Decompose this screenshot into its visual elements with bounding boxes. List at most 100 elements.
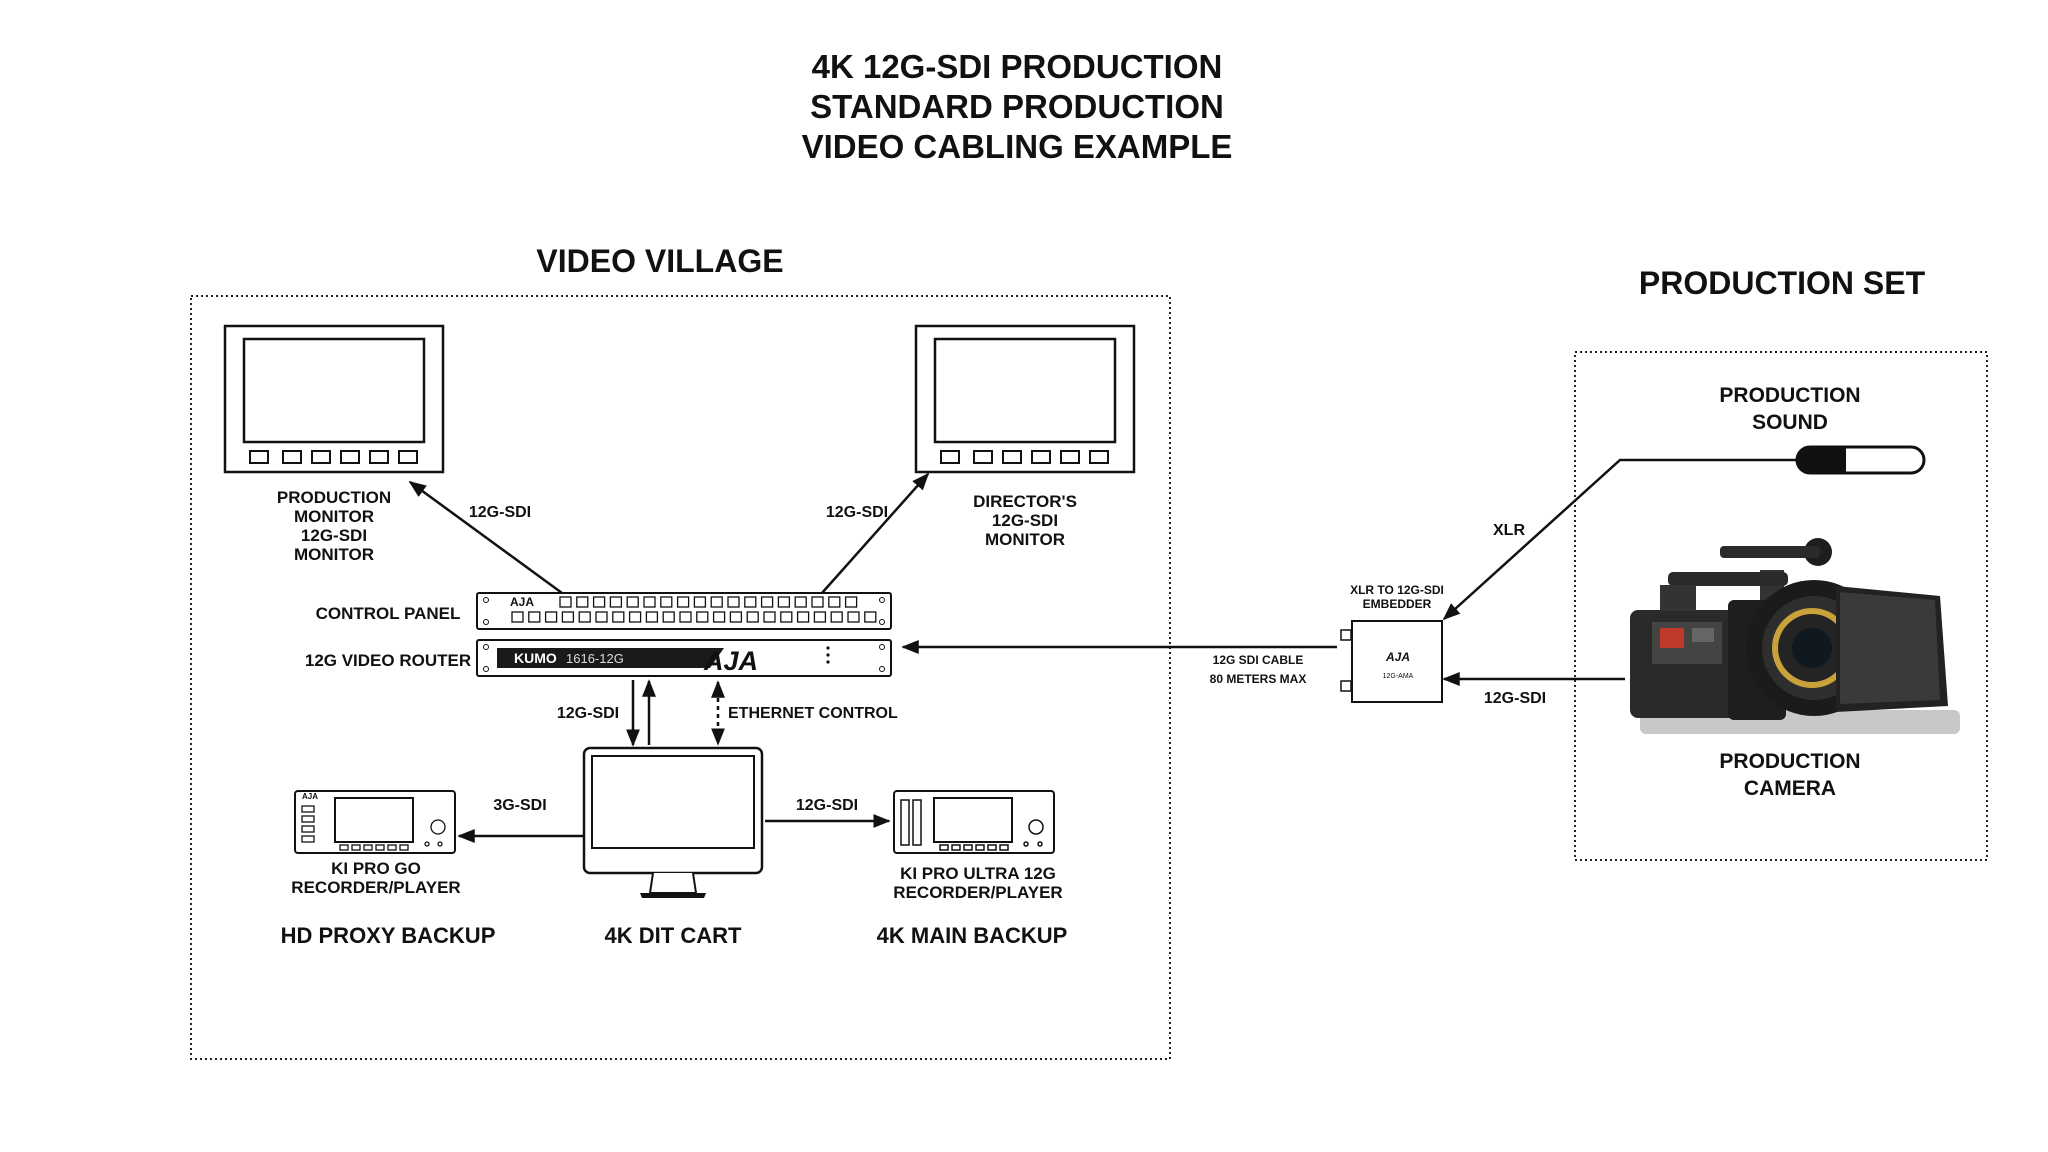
panel-button [662, 611, 675, 623]
cable-to-production-monitor [408, 480, 563, 595]
label-12g-sdi-director: 12G-SDI [826, 504, 888, 521]
ki-pro-ultra-label-1: KI PRO ULTRA 12G [900, 864, 1056, 883]
panel-button [760, 596, 774, 608]
panel-button [576, 596, 589, 608]
panel-button [511, 611, 524, 623]
panel-button [763, 611, 776, 623]
panel-button [578, 611, 591, 623]
panel-button [813, 611, 827, 623]
production-sound-label: PRODUCTION SOUND [1719, 384, 1860, 434]
label-3g-sdi: 3G-SDI [493, 797, 546, 814]
video-router: KUMO 1616-12G AJA [476, 639, 892, 677]
production-sound-mic [1795, 445, 1926, 475]
panel-button [811, 596, 824, 608]
production-camera [1630, 538, 1960, 734]
panel-button [679, 611, 692, 623]
control-panel-buttons [511, 596, 877, 623]
production-monitor-label: PRODUCTION MONITOR 12G-SDI MONITOR [277, 488, 391, 564]
title-line-3: VIDEO CABLING EXAMPLE [802, 128, 1233, 165]
panel-button [744, 596, 757, 608]
dit-cart-heading: 4K DIT CART [605, 923, 742, 948]
panel-button [710, 596, 723, 608]
embedder-label: XLR TO 12G-SDI EMBEDDER [1350, 583, 1444, 611]
panel-button [592, 596, 606, 608]
panel-button [544, 611, 558, 623]
production-monitor-label-4: MONITOR [294, 545, 374, 564]
panel-button [844, 596, 858, 608]
panel-button [777, 596, 791, 608]
xlr-embedder: AJA 12G-AMA [1340, 620, 1443, 703]
hd-proxy-backup-heading: HD PROXY BACKUP [281, 923, 496, 948]
directors-monitor-label-1: DIRECTOR'S [973, 492, 1077, 511]
embedder-label-2: EMBEDDER [1363, 597, 1432, 611]
directors-monitor-label: DIRECTOR'S 12G-SDI MONITOR [973, 492, 1077, 549]
dit-cart-computer [582, 746, 764, 898]
ki-pro-ultra-label: KI PRO ULTRA 12G RECORDER/PLAYER [893, 864, 1062, 902]
embedder-label-1: XLR TO 12G-SDI [1350, 583, 1444, 597]
panel-button [643, 596, 656, 608]
video-village-box [190, 295, 1171, 1060]
label-xlr: XLR [1493, 522, 1525, 539]
production-camera-label-2: CAMERA [1744, 777, 1836, 800]
cable-to-directors-monitor [821, 472, 930, 594]
panel-button [676, 596, 690, 608]
directors-monitor-label-2: 12G-SDI [992, 511, 1058, 530]
production-monitor-label-3: 12G-SDI [301, 526, 367, 545]
video-village-heading: VIDEO VILLAGE [536, 243, 783, 279]
panel-button [794, 596, 807, 608]
panel-button [830, 611, 843, 623]
label-12g-sdi-camera: 12G-SDI [1484, 690, 1546, 707]
production-camera-label: PRODUCTION CAMERA [1719, 750, 1860, 800]
directors-monitor [914, 324, 1136, 474]
ki-pro-go: AJA [294, 790, 456, 854]
panel-button [780, 611, 793, 623]
control-panel-brand: AJA [510, 595, 534, 609]
ki-pro-go-label-1: KI PRO GO [331, 859, 421, 878]
panel-button [561, 611, 575, 623]
video-router-label: 12G VIDEO ROUTER [305, 651, 471, 670]
panel-button [847, 611, 860, 623]
diagram-title: 4K 12G-SDI PRODUCTION STANDARD PRODUCTIO… [802, 48, 1233, 165]
panel-button [796, 611, 810, 623]
label-12g-sdi-dit: 12G-SDI [557, 705, 619, 722]
panel-button [645, 611, 659, 623]
panel-button [626, 596, 639, 608]
production-monitor [223, 324, 445, 474]
production-monitor-label-1: PRODUCTION [277, 488, 391, 507]
panel-button [660, 596, 673, 608]
title-line-2: STANDARD PRODUCTION [810, 88, 1224, 125]
ki-pro-go-label: KI PRO GO RECORDER/PLAYER [291, 859, 460, 897]
label-ethernet-control: ETHERNET CONTROL [728, 705, 898, 722]
cable-sound-to-embedder [1442, 458, 1797, 621]
router-kumo-text: KUMO [514, 650, 557, 666]
production-monitor-label-2: MONITOR [294, 507, 374, 526]
ki-pro-ultra [893, 790, 1055, 854]
production-set-box [1574, 351, 1988, 861]
panel-button [628, 611, 642, 623]
control-panel-label: CONTROL PANEL [316, 604, 461, 623]
panel-button [612, 611, 625, 623]
panel-button [712, 611, 726, 623]
ki-pro-go-brand: AJA [302, 792, 318, 801]
production-sound-label-2: SOUND [1752, 411, 1828, 434]
production-camera-label-1: PRODUCTION [1719, 750, 1860, 773]
panel-button [693, 596, 707, 608]
label-12g-sdi-ultra: 12G-SDI [796, 797, 858, 814]
panel-button [609, 596, 623, 608]
panel-button [729, 611, 743, 623]
router-model-text: 1616-12G [566, 651, 624, 666]
panel-button [727, 596, 740, 608]
production-sound-label-1: PRODUCTION [1719, 384, 1860, 407]
production-set-heading: PRODUCTION SET [1639, 265, 1926, 301]
embedder-model: 12G-AMA [1383, 673, 1414, 680]
panel-button [528, 611, 541, 623]
panel-button [595, 611, 608, 623]
panel-button [696, 611, 709, 623]
label-12g-sdi-cable: 12G SDI CABLE [1213, 653, 1304, 667]
title-line-1: 4K 12G-SDI PRODUCTION [812, 48, 1223, 85]
panel-button [746, 611, 759, 623]
router-brand-text: AJA [703, 646, 758, 676]
control-panel: AJA [476, 592, 892, 630]
panel-button [864, 611, 877, 623]
